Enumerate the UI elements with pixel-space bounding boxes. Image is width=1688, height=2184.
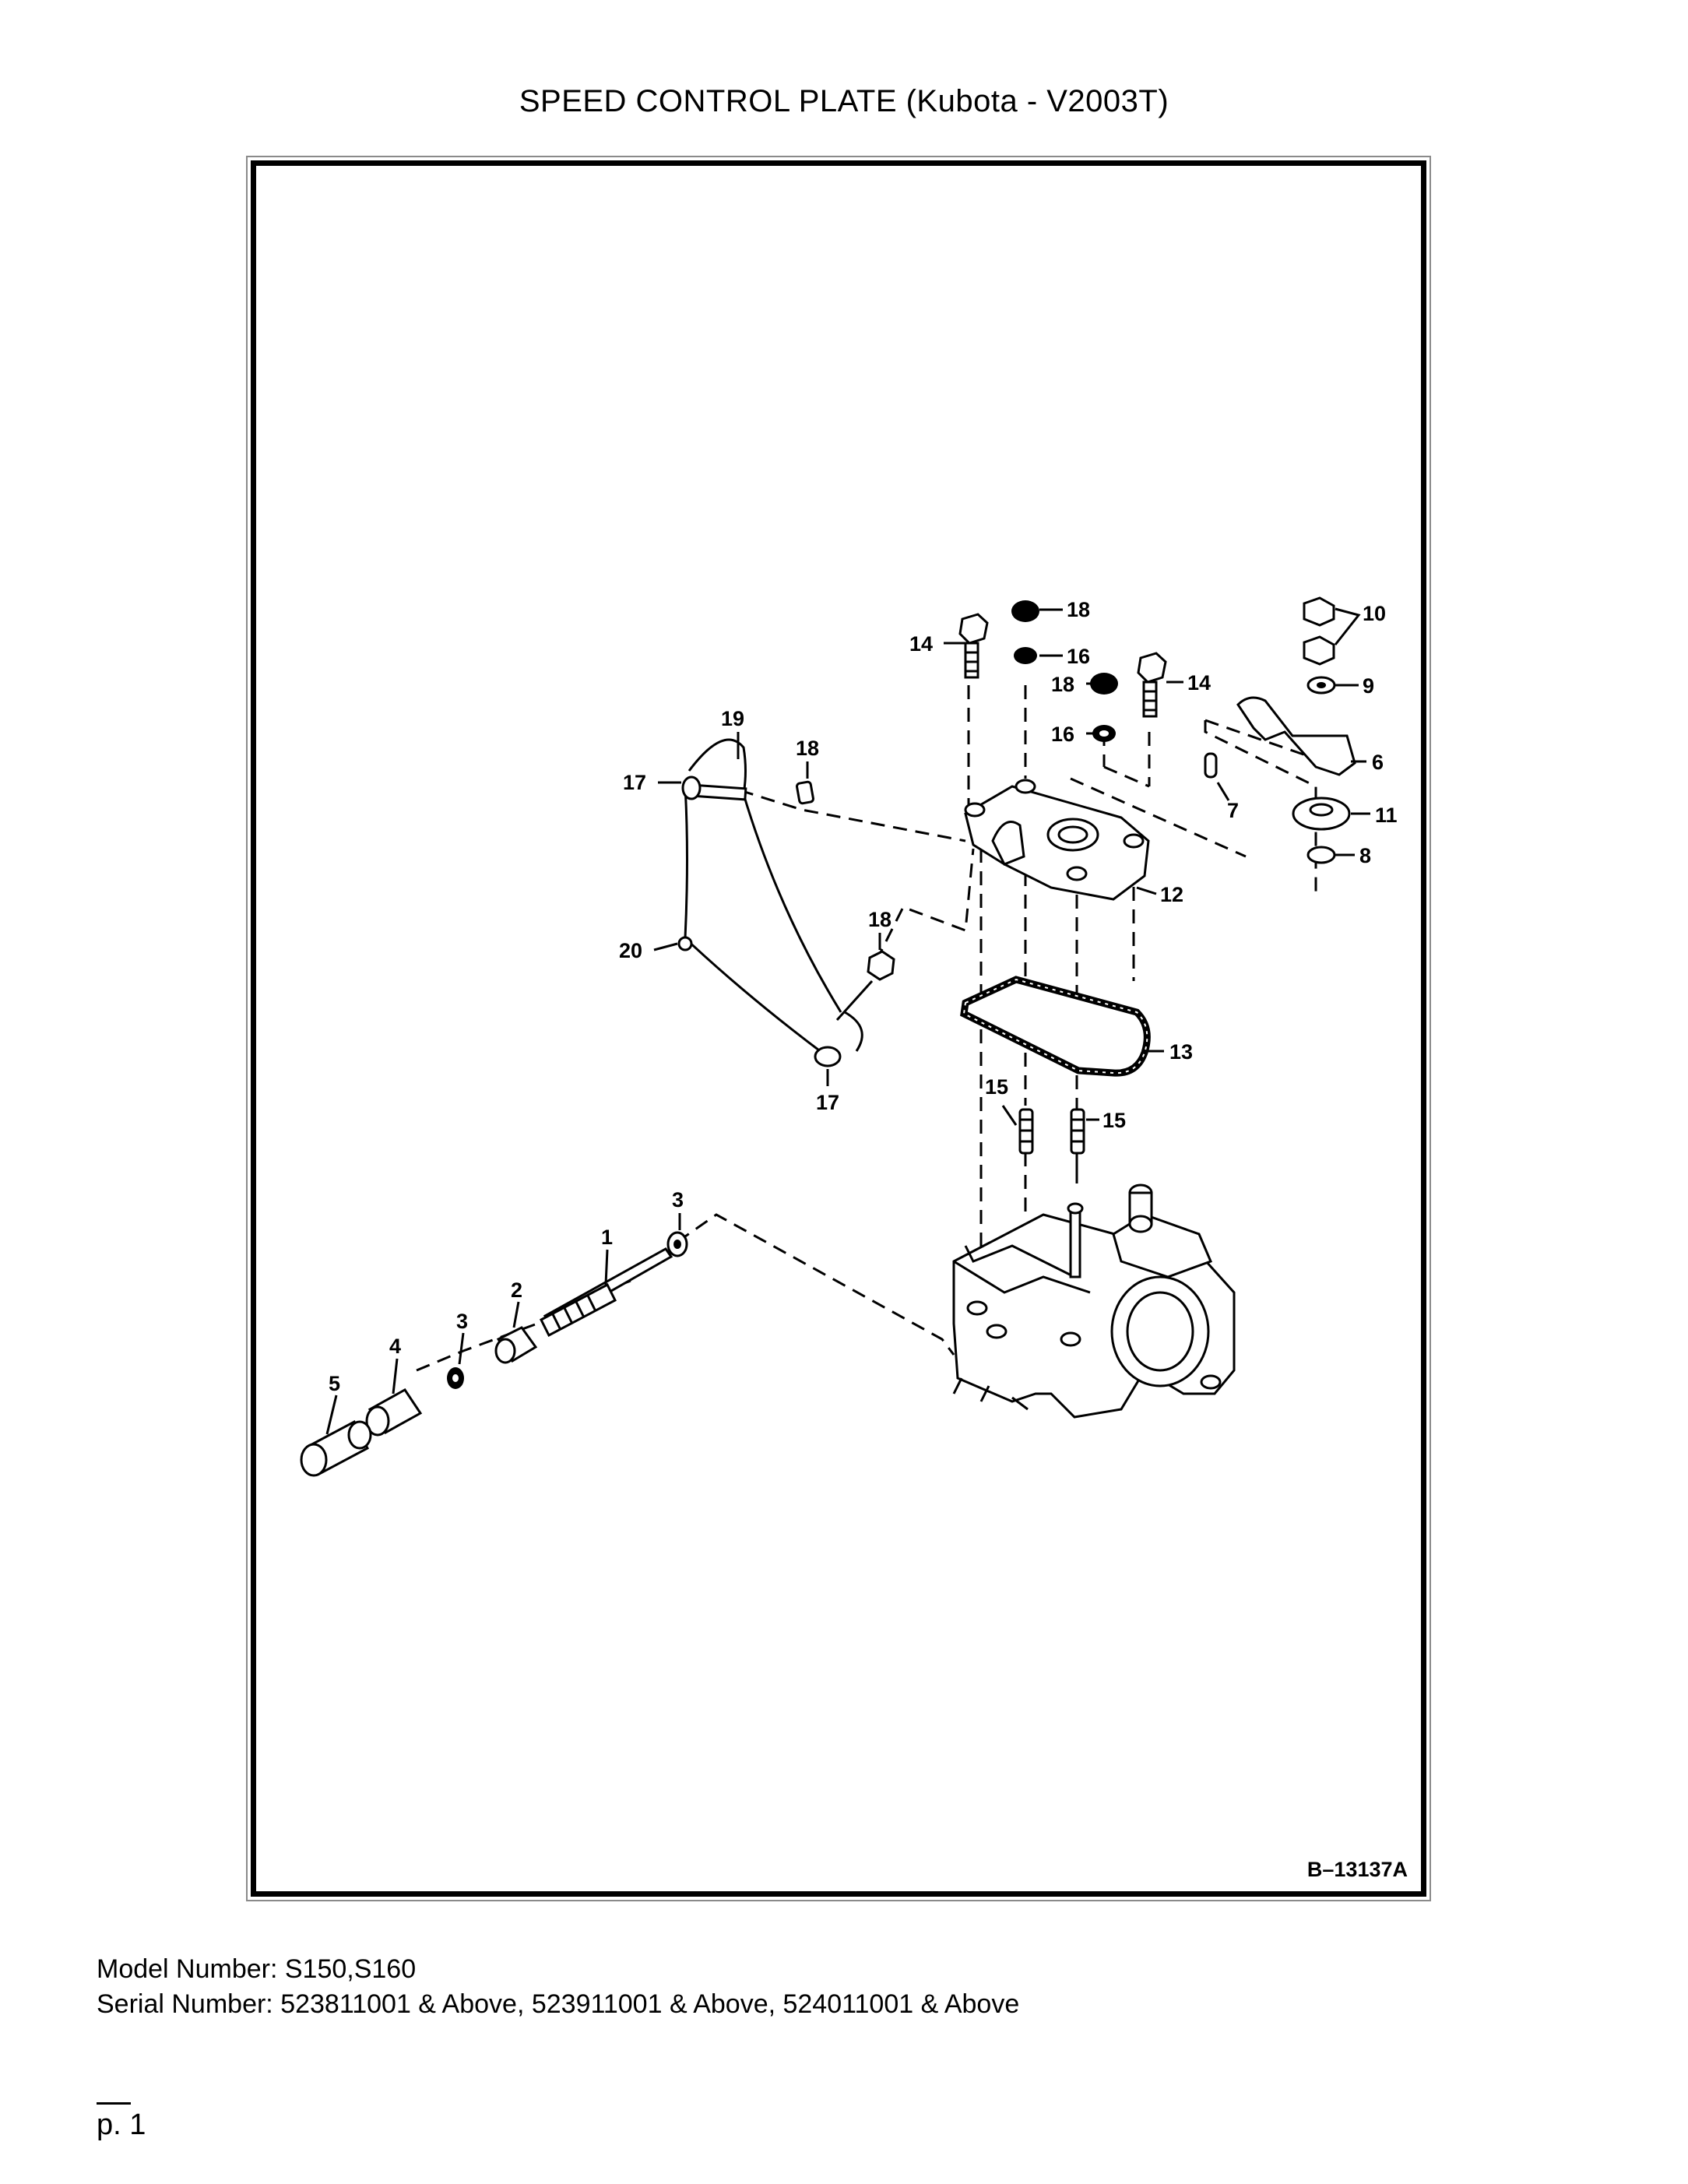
diagram-frame	[251, 160, 1426, 1897]
nuts-and-washers	[1011, 600, 1118, 742]
callout-4: 4	[389, 1335, 401, 1358]
gasket	[960, 976, 1151, 1077]
callout-leaders	[325, 607, 1370, 1435]
callout-3: 3	[672, 1188, 684, 1212]
right-side-hardware	[1204, 596, 1356, 864]
engine-housing	[952, 1183, 1236, 1419]
callout-19: 19	[721, 707, 744, 730]
callout-2: 2	[511, 1278, 522, 1302]
callout-18: 18	[796, 737, 819, 760]
callout-17: 17	[623, 771, 646, 794]
callout-18: 18	[868, 908, 891, 931]
callout-10: 10	[1363, 602, 1386, 625]
callout-8: 8	[1359, 844, 1371, 867]
callout-7: 7	[1227, 799, 1239, 822]
model-number: Model Number: S150,S160	[97, 1954, 417, 1984]
callout-20: 20	[619, 939, 642, 962]
callout-18: 18	[1067, 598, 1090, 621]
callout-3: 3	[456, 1310, 468, 1333]
callout-12: 12	[1160, 883, 1183, 906]
page-title: SPEED CONTROL PLATE (Kubota - V2003T)	[519, 84, 1169, 118]
callout-14: 14	[1187, 671, 1211, 695]
callout-15: 15	[985, 1075, 1008, 1099]
callout-17: 17	[816, 1091, 839, 1114]
callout-numbers: 14 18 16 18 16 14 10 9 6 7 11 8 12 13 15…	[329, 598, 1398, 1395]
studs	[1018, 1108, 1085, 1155]
bolt-14-right	[1137, 652, 1167, 718]
callout-15: 15	[1102, 1109, 1126, 1132]
callout-1: 1	[601, 1226, 613, 1249]
diagram-frame-outer	[246, 156, 1431, 1901]
callout-6: 6	[1372, 751, 1384, 774]
throttle-linkage	[677, 738, 895, 1067]
callout-16: 16	[1051, 723, 1074, 746]
serial-number: Serial Number: 523811001 & Above, 523911…	[97, 1989, 1020, 2019]
page-number: p. 1	[97, 2108, 146, 2141]
callout-14: 14	[909, 632, 933, 656]
callout-13: 13	[1169, 1040, 1193, 1064]
speed-control-plate	[964, 779, 1150, 901]
callout-18: 18	[1051, 673, 1074, 696]
figure-id: B–13137A	[1306, 1858, 1408, 1881]
page-number-rule	[97, 2102, 131, 2105]
bolt-14-left	[958, 613, 989, 679]
callout-9: 9	[1363, 674, 1374, 698]
shaft-assembly	[300, 1231, 688, 1477]
callout-5: 5	[329, 1372, 340, 1395]
callout-16: 16	[1067, 645, 1090, 668]
callout-11: 11	[1375, 804, 1398, 827]
